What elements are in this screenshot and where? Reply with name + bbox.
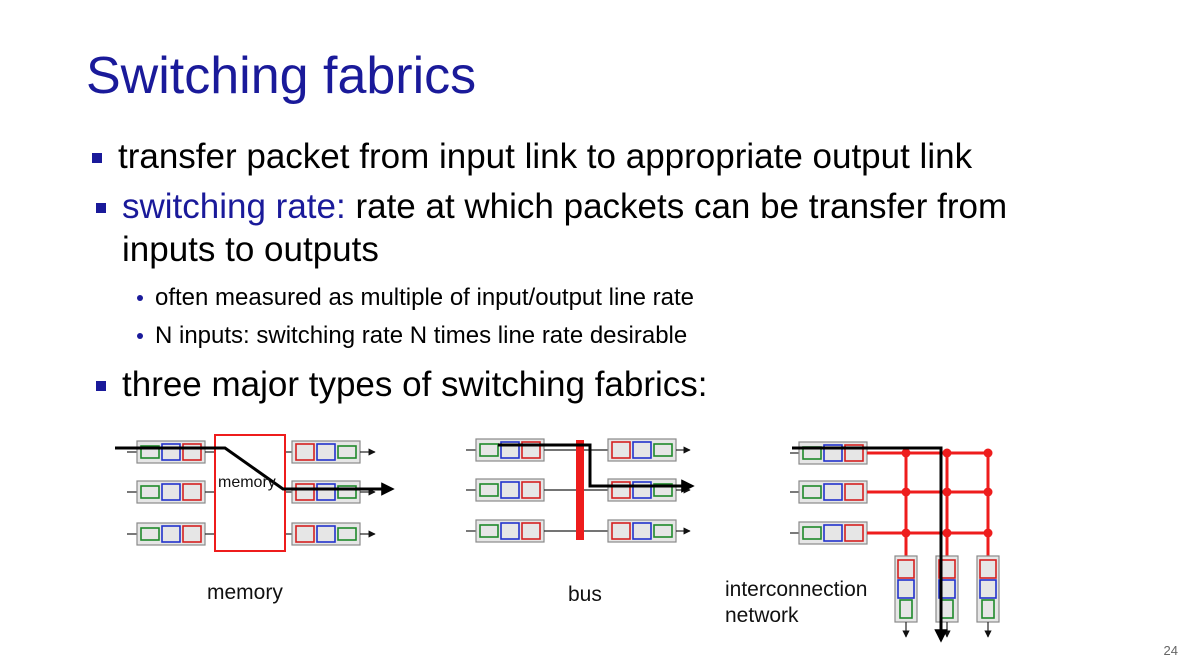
xbar-output-queue-1-blue-packet (938, 579, 956, 599)
memory-output-queue-0-red-packet (295, 443, 315, 461)
memory-caption: memory (207, 581, 283, 604)
memory-output-queue-2-green-packet (337, 527, 357, 541)
bullet-1-text: transfer packet from input link to appro… (118, 137, 973, 176)
memory-input-queue-0-green-packet (140, 445, 160, 459)
sub-bullet-2: N inputs: switching rate N times line ra… (137, 322, 688, 351)
bus-output-queue-0-blue-packet (632, 441, 652, 459)
xbar-output-queue-1-red-packet (938, 559, 956, 579)
memory-input-queue-1-blue-packet (161, 483, 181, 501)
xbar-crosspoint-2-2 (983, 528, 993, 538)
memory-input-queue-2-blue-packet (161, 525, 181, 543)
memory-input-queue-2-red-packet (182, 525, 202, 543)
bus-output-queue-1-red-packet (611, 481, 631, 499)
memory-output-queue-0-blue-packet (316, 443, 336, 461)
memory-box-label: memory (218, 474, 276, 491)
xbar-input-queue-0-red-packet (844, 444, 864, 462)
bus-input-queue-1-green-packet (479, 483, 499, 497)
bullet-square-icon (96, 203, 106, 213)
xbar-output-queue-2-green-packet (981, 599, 995, 619)
memory-output-queue-2-red-packet (295, 525, 315, 543)
xbar-input-queue-0-blue-packet (823, 444, 843, 462)
bus-output-queue-2-red-packet (611, 522, 631, 540)
bullet-2-text: rate at which packets can be transfer fr… (345, 187, 1008, 226)
xbar-crosspoint-0-1 (942, 448, 952, 458)
xbar-crosspoint-1-1 (942, 487, 952, 497)
xbar-output-queue-2-red-packet (979, 559, 997, 579)
xbar-output-queue-0-blue-packet (897, 579, 915, 599)
xbar-crosspoint-0-2 (983, 448, 993, 458)
bus-input-queue-0-green-packet (479, 443, 499, 457)
bus-input-queue-0-blue-packet (500, 441, 520, 459)
bus-output-queue-0-red-packet (611, 441, 631, 459)
bus-output-queue-1-blue-packet (632, 481, 652, 499)
bus-caption: bus (568, 583, 602, 606)
page-number: 24 (1163, 643, 1178, 658)
xbar-crosspoint-2-0 (901, 528, 911, 538)
memory-input-queue-0-red-packet (182, 443, 202, 461)
interconnect-caption: interconnection network (725, 577, 867, 630)
interconnect-caption-line2: network (725, 604, 799, 628)
xbar-input-queue-2-blue-packet (823, 524, 843, 542)
xbar-crosspoint-1-2 (983, 487, 993, 497)
xbar-input-queue-1-green-packet (802, 485, 822, 499)
bus-output-queue-2-blue-packet (632, 522, 652, 540)
bullet-2-continuation: inputs to outputs (122, 229, 379, 269)
memory-output-queue-1-red-packet (295, 483, 315, 501)
bus-input-queue-1-red-packet (521, 481, 541, 499)
bus-output-queue-2-green-packet (653, 524, 673, 538)
xbar-output-queue-0-red-packet (897, 559, 915, 579)
memory-input-queue-1-red-packet (182, 483, 202, 501)
memory-packet-path (115, 446, 395, 496)
bus-input-queue-0-red-packet (521, 441, 541, 459)
bus-input-queue-2-blue-packet (500, 522, 520, 540)
memory-output-queue-1-blue-packet (316, 483, 336, 501)
bullet-2: switching rate: rate at which packets ca… (96, 186, 1008, 271)
memory-output-queue-1-green-packet (337, 485, 357, 499)
xbar-input-queue-1-blue-packet (823, 483, 843, 501)
memory-input-queue-0-blue-packet (161, 443, 181, 461)
memory-input-queue-2-green-packet (140, 527, 160, 541)
bullet-square-icon (96, 381, 106, 391)
xbar-output-queue-0-green-packet (899, 599, 913, 619)
xbar-packet-path (792, 446, 948, 643)
bullet-1: transfer packet from input link to appro… (92, 136, 973, 179)
bus-fabric-bar (576, 440, 584, 540)
memory-output-queue-0-green-packet (337, 445, 357, 459)
xbar-input-queue-1-red-packet (844, 483, 864, 501)
bullet-dot-icon (137, 295, 143, 301)
sub-bullet-2-text: N inputs: switching rate N times line ra… (155, 322, 688, 349)
sub-bullet-1-text: often measured as multiple of input/outp… (155, 284, 694, 311)
xbar-input-queue-2-red-packet (844, 524, 864, 542)
bus-output-queue-1-green-packet (653, 483, 673, 497)
xbar-crosspoint-0-0 (901, 448, 911, 458)
bus-input-queue-1-blue-packet (500, 481, 520, 499)
xbar-input-queue-2-green-packet (802, 526, 822, 540)
interconnect-caption-line1: interconnection (725, 578, 868, 601)
bullet-2-highlight: switching rate: (122, 187, 346, 226)
xbar-crosspoint-1-0 (901, 487, 911, 497)
xbar-crosspoint-2-1 (942, 528, 952, 538)
bullet-3-text: three major types of switching fabrics: (122, 365, 708, 404)
xbar-output-queue-2-blue-packet (979, 579, 997, 599)
memory-input-queue-1-green-packet (140, 485, 160, 499)
bus-packet-path (498, 443, 695, 493)
memory-fabric-box (214, 434, 286, 552)
memory-output-queue-2-blue-packet (316, 525, 336, 543)
bullet-3: three major types of switching fabrics: (96, 364, 708, 407)
bus-input-queue-2-green-packet (479, 524, 499, 538)
bus-output-queue-0-green-packet (653, 443, 673, 457)
bullet-dot-icon (137, 333, 143, 339)
sub-bullet-1: often measured as multiple of input/outp… (137, 284, 694, 313)
slide-title: Switching fabrics (86, 47, 477, 105)
bullet-square-icon (92, 153, 102, 163)
bus-input-queue-2-red-packet (521, 522, 541, 540)
